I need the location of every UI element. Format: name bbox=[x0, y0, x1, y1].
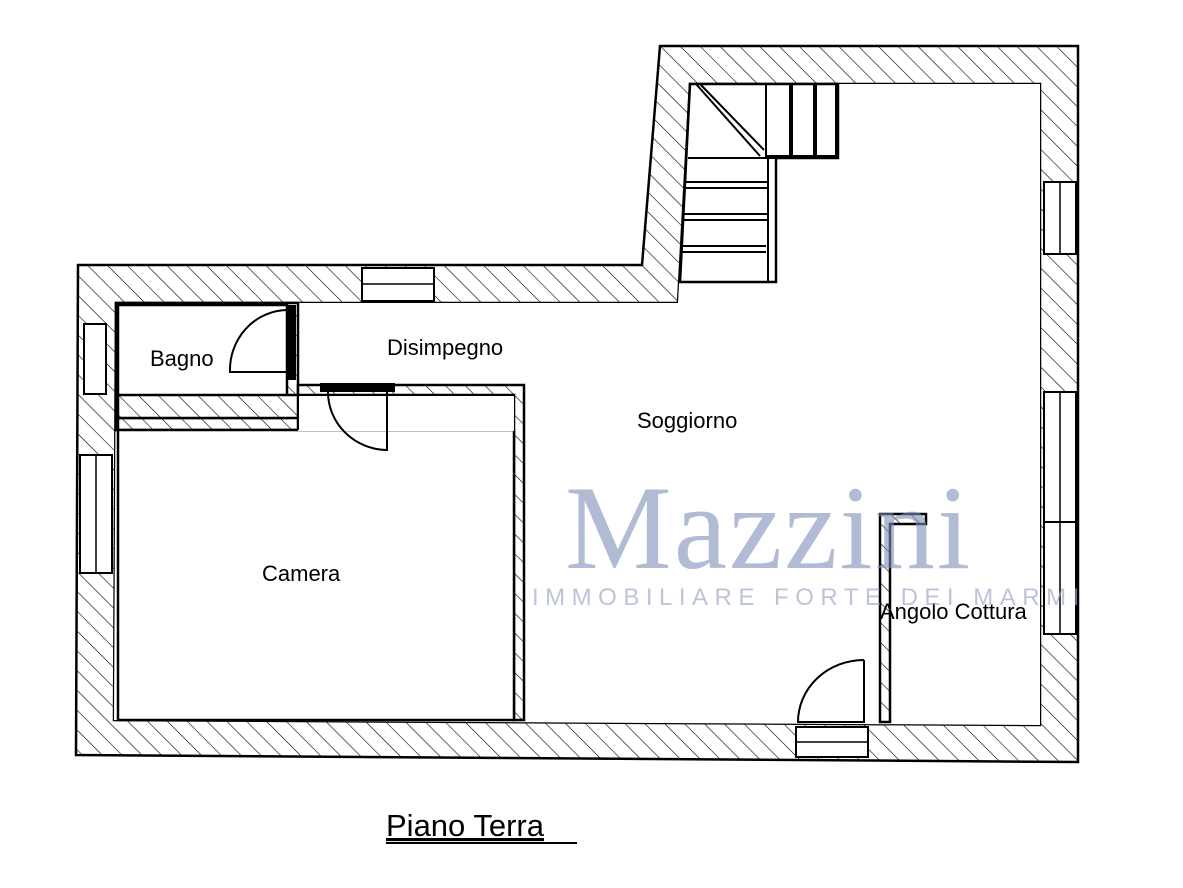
room-label-camera: Camera bbox=[262, 561, 341, 586]
room-label-bagno: Bagno bbox=[150, 346, 214, 371]
floor-title: Piano Terra bbox=[386, 808, 545, 843]
watermark: Mazzini IMMOBILIARE FORTE DEI MARMI bbox=[532, 461, 1086, 611]
staircase bbox=[678, 82, 840, 284]
window-bagno bbox=[83, 323, 107, 395]
room-label-angolo-cottura: Angolo Cottura bbox=[880, 599, 1028, 624]
bagno-door bbox=[228, 309, 288, 373]
room-label-soggiorno: Soggiorno bbox=[637, 408, 737, 433]
kitchen-wall bbox=[878, 512, 928, 724]
entrance-door bbox=[796, 659, 865, 723]
bagno-door-jamb bbox=[287, 305, 296, 380]
watermark-brand: Mazzini bbox=[565, 461, 972, 594]
camera-door bbox=[327, 391, 388, 452]
watermark-tagline: IMMOBILIARE FORTE DEI MARMI bbox=[532, 584, 1086, 611]
camera-door-jamb bbox=[320, 383, 395, 392]
room-label-disimpegno: Disimpegno bbox=[387, 335, 503, 360]
